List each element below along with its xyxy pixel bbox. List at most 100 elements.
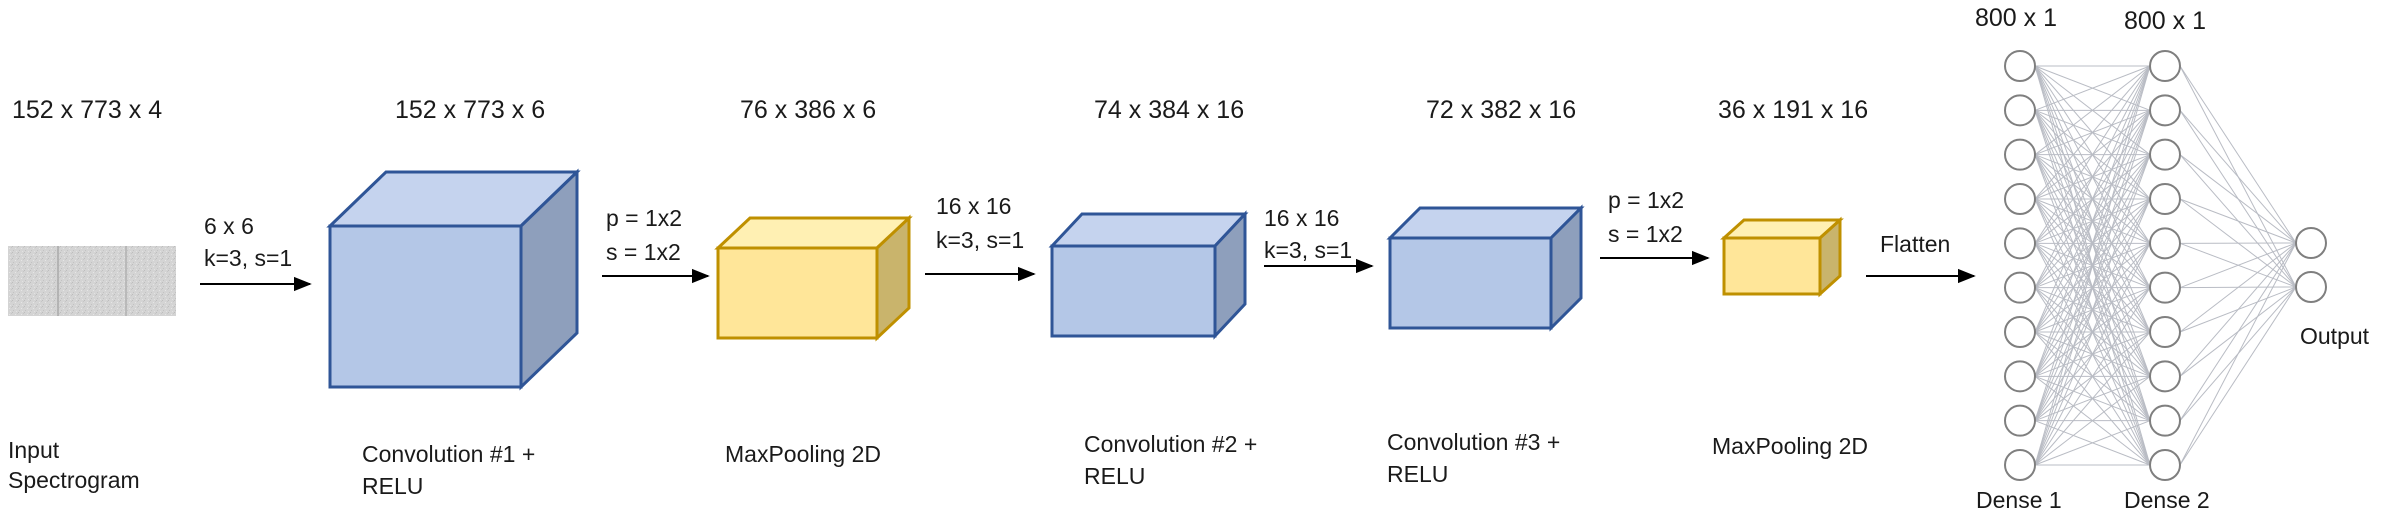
transition-label-5: p = 1x2 s = 1x2 (1608, 187, 1690, 247)
transition-6: Flatten (1866, 231, 1976, 284)
transition-label-2: p = 1x2 s = 1x2 (606, 205, 688, 265)
conv1-label-line: RELU (362, 473, 423, 499)
pool1-layer: 76 x 386 x 6 MaxPooling 2D (714, 96, 913, 467)
transition-label-3: 16 x 16 k=3, s=1 (936, 193, 1024, 253)
connection-line (2179, 242, 2297, 289)
output-node (2295, 227, 2327, 259)
output-label: Output (2300, 323, 2370, 349)
pool2-label: MaxPooling 2D (1712, 433, 1868, 459)
conv3-dims: 72 x 382 x 16 (1426, 96, 1576, 124)
dense1-node (2004, 316, 2036, 348)
pool2-cube-front (1722, 236, 1822, 296)
input-block: 152 x 773 x 4 Input Spectrogram (8, 96, 176, 493)
transition-line: s = 1x2 (606, 239, 681, 265)
connection-line (2034, 65, 2151, 288)
connection-line (2179, 242, 2297, 333)
dense2-node (2149, 271, 2181, 304)
conv1-dims: 152 x 773 x 6 (395, 96, 545, 124)
conv2-cube-front (1050, 244, 1217, 338)
input-label-line: Input (8, 437, 60, 463)
connection-line (2034, 65, 2151, 377)
pool2-dims: 36 x 191 x 16 (1718, 96, 1868, 124)
dense1-label: Dense 1 (1976, 487, 2062, 513)
dense1-node (2004, 183, 2036, 215)
connection-line (2034, 198, 2151, 466)
connection-line (2034, 65, 2151, 466)
connection-lines (2034, 65, 2297, 466)
dense1-node (2004, 404, 2036, 437)
dense1-dims: 800 x 1 (1975, 4, 2057, 32)
network-nodes (2004, 50, 2327, 481)
conv1-label: Convolution #1 + RELU (362, 441, 542, 499)
conv3-label-line: Convolution #3 + (1387, 429, 1560, 455)
transition-line: p = 1x2 (606, 205, 682, 231)
dense-network: 800 x 1 800 x 1 Dense 1 Dense 2 Output (1975, 4, 2370, 513)
input-dims: 152 x 773 x 4 (12, 96, 162, 124)
connection-line (2034, 65, 2151, 111)
transition-line: 6 x 6 (204, 213, 254, 239)
input-label-line: Spectrogram (8, 467, 140, 493)
conv1-layer: 152 x 773 x 6 Convolution #1 + RELU (326, 96, 581, 499)
conv3-label: Convolution #3 + RELU (1387, 429, 1567, 487)
conv3-layer: 72 x 382 x 16 Convolution #3 + RELU (1386, 96, 1585, 487)
dense1-node (2004, 227, 2036, 260)
conv2-label: Convolution #2 + RELU (1084, 431, 1264, 489)
connection-line (2034, 243, 2151, 466)
transition-line: p = 1x2 (1608, 187, 1684, 213)
conv3-cube-top (1386, 206, 1585, 240)
output-node (2295, 271, 2327, 303)
dense1-node (2004, 271, 2036, 304)
connection-line (2179, 286, 2297, 466)
pool1-dims: 76 x 386 x 6 (740, 96, 876, 124)
dense1-node (2004, 138, 2036, 171)
connection-line (2034, 65, 2151, 421)
connection-line (2179, 242, 2297, 377)
transition-label-1: 6 x 6 k=3, s=1 (204, 213, 292, 271)
connection-line (2034, 287, 2151, 466)
connection-line (2034, 331, 2151, 466)
connection-line (2034, 110, 2151, 466)
input-spectrogram-image (8, 246, 176, 316)
transition-line: s = 1x2 (1608, 221, 1683, 247)
connection-line (2179, 110, 2297, 244)
conv3-cube-front (1388, 236, 1553, 330)
conv1-label-line: Convolution #1 + (362, 441, 535, 467)
dense2-node (2149, 183, 2181, 215)
dense2-node (2149, 404, 2181, 437)
dense2-node (2149, 316, 2181, 348)
pool2-layer: 36 x 191 x 16 MaxPooling 2D (1712, 96, 1868, 459)
conv2-layer: 74 x 384 x 16 Convolution #2 + RELU (1048, 96, 1264, 489)
connection-line (2034, 65, 2151, 244)
input-label: Input Spectrogram (8, 437, 140, 493)
dense1-node (2004, 50, 2036, 82)
transition-line: k=3, s=1 (936, 227, 1024, 253)
transition-label-4: 16 x 16 k=3, s=1 (1264, 205, 1352, 263)
conv3-label-line: RELU (1387, 461, 1448, 487)
connection-line (2179, 242, 2297, 421)
connection-line (2034, 154, 2151, 466)
connection-line (2034, 65, 2151, 333)
transition-line: 16 x 16 (936, 193, 1011, 219)
dense2-node (2149, 94, 2181, 127)
dense2-dims: 800 x 1 (2124, 7, 2206, 35)
conv2-label-line: Convolution #2 + (1084, 431, 1257, 457)
dense2-node (2149, 138, 2181, 171)
transition-line: k=3, s=1 (1264, 237, 1352, 263)
connection-line (2034, 65, 2151, 200)
connection-line (2179, 154, 2297, 244)
connection-line (2179, 242, 2297, 466)
conv2-dims: 74 x 384 x 16 (1094, 96, 1244, 124)
dense1-node (2004, 449, 2036, 481)
conv2-label-line: RELU (1084, 463, 1145, 489)
conv1-cube-front (328, 224, 523, 389)
dense1-node (2004, 94, 2036, 127)
transition-line: k=3, s=1 (204, 245, 292, 271)
transition-2: p = 1x2 s = 1x2 (602, 205, 710, 284)
transition-3: 16 x 16 k=3, s=1 (925, 193, 1036, 282)
dense2-label: Dense 2 (2124, 487, 2210, 513)
dense2-node (2149, 227, 2181, 260)
pool1-label: MaxPooling 2D (725, 441, 881, 467)
connection-line (2179, 65, 2297, 244)
dense1-node (2004, 360, 2036, 393)
transition-1: 6 x 6 k=3, s=1 (200, 213, 312, 292)
